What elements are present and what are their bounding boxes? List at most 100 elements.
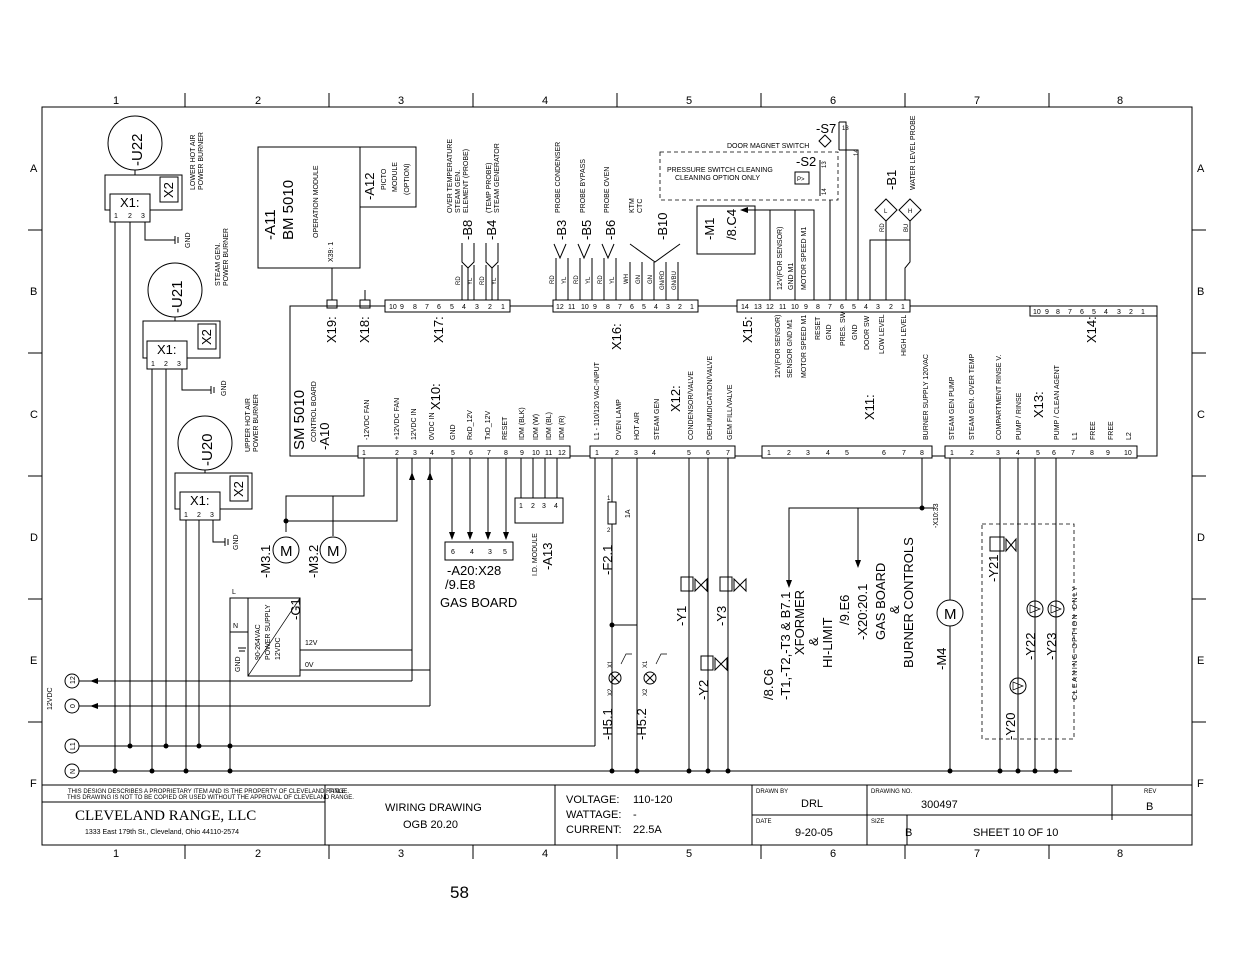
svg-text:PRESSURE SWITCH CLEANING: PRESSURE SWITCH CLEANING <box>667 167 773 174</box>
svg-text:9: 9 <box>804 304 808 311</box>
svg-text:-Y1: -Y1 <box>674 606 689 626</box>
svg-text:3: 3 <box>876 304 880 311</box>
svg-text:X2: X2 <box>231 481 246 497</box>
svg-text:-A20:X28: -A20:X28 <box>447 563 501 578</box>
svg-text:X11:: X11: <box>862 394 877 420</box>
svg-text:12: 12 <box>556 304 564 311</box>
svg-text:1: 1 <box>607 496 611 502</box>
svg-text:12VDC IN: 12VDC IN <box>411 408 418 440</box>
svg-text:&: & <box>887 605 902 614</box>
svg-text:RxD_12V: RxD_12V <box>467 410 474 440</box>
svg-text:1: 1 <box>767 450 771 457</box>
svg-text:1A: 1A <box>625 509 632 518</box>
svg-text:8: 8 <box>606 304 610 311</box>
svg-text:PROBE CONDENSER: PROBE CONDENSER <box>555 142 562 213</box>
svg-text:WATTAGE:: WATTAGE: <box>566 809 621 821</box>
svg-text:-B6: -B6 <box>603 220 618 240</box>
svg-text:9: 9 <box>593 304 597 311</box>
col-label: 2 <box>255 848 261 860</box>
svg-text:PICTO: PICTO <box>381 168 388 190</box>
svg-text:10: 10 <box>532 450 540 457</box>
svg-text:IDM (BL): IDM (BL) <box>546 412 553 440</box>
svg-text:14: 14 <box>741 304 749 311</box>
svg-text:BM 5010: BM 5010 <box>280 180 297 240</box>
svg-text:10: 10 <box>791 304 799 311</box>
svg-text:3: 3 <box>177 361 181 368</box>
svg-text:5: 5 <box>642 304 646 311</box>
svg-text:WATER LEVEL PROBE: WATER LEVEL PROBE <box>910 115 917 190</box>
svg-text:-Y3: -Y3 <box>714 606 729 626</box>
svg-text:4: 4 <box>654 304 658 311</box>
svg-text:11: 11 <box>779 304 786 311</box>
svg-text:8: 8 <box>413 304 417 311</box>
row-label: E <box>1197 655 1204 667</box>
svg-text:GN: GN <box>636 275 642 284</box>
svg-text:PROBE OVEN: PROBE OVEN <box>604 167 611 213</box>
svg-text:12VDC: 12VDC <box>47 687 54 710</box>
col-label: 2 <box>255 95 261 107</box>
row-label: A <box>1197 163 1205 175</box>
svg-text:LOW LEVEL: LOW LEVEL <box>879 314 886 354</box>
svg-text:-Y22: -Y22 <box>1023 633 1038 660</box>
svg-text:3: 3 <box>1117 309 1121 316</box>
connector-x10 <box>357 445 571 459</box>
x12-function-labels: L1 - 110/120 VAC-INPUT OVEN LAMP HOT AIR… <box>594 356 734 440</box>
svg-text:X10:: X10: <box>428 383 443 410</box>
svg-text:0: 0 <box>70 704 77 708</box>
svg-text:2: 2 <box>1129 309 1133 316</box>
svg-text:X1:: X1: <box>157 342 177 357</box>
svg-text:-Y23: -Y23 <box>1044 633 1059 660</box>
svg-text:-X10:33: -X10:33 <box>933 503 940 528</box>
svg-text:YL: YL <box>610 276 616 284</box>
svg-text:-X20:20.1: -X20:20.1 <box>855 584 870 640</box>
svg-text:RD: RD <box>598 275 604 284</box>
svg-text:6: 6 <box>437 304 441 311</box>
svg-text:RESET: RESET <box>815 316 822 340</box>
svg-text:7: 7 <box>618 304 622 311</box>
col-label: 8 <box>1117 848 1123 860</box>
svg-text:GND: GND <box>233 534 240 550</box>
svg-text:-B1: -B1 <box>884 170 899 190</box>
svg-text:X15:: X15: <box>740 316 755 343</box>
svg-text:PUMP / RINSE: PUMP / RINSE <box>1016 392 1023 440</box>
svg-text:10: 10 <box>389 304 397 311</box>
svg-text:PROBE BYPASS: PROBE BYPASS <box>580 159 587 213</box>
svg-text:8: 8 <box>1056 309 1060 316</box>
svg-text:1333 East 179th St., Cleveland: 1333 East 179th St., Cleveland, Ohio 441… <box>85 829 239 836</box>
operation-module-a11: -A11 BM 5010 OPERATION MODULE X39: 1 -A1… <box>257 146 417 309</box>
svg-text:YL: YL <box>586 276 592 284</box>
svg-text:CLEANING OPTION ONLY: CLEANING OPTION ONLY <box>675 175 760 182</box>
svg-text:OVER TEMPERATURE: OVER TEMPERATURE <box>447 139 454 213</box>
svg-text:12V: 12V <box>305 640 318 647</box>
svg-text:6: 6 <box>451 549 455 556</box>
svg-text:2: 2 <box>197 512 201 519</box>
svg-text:DOOR SW: DOOR SW <box>864 315 871 350</box>
svg-text:+12VDC FAN: +12VDC FAN <box>394 398 401 440</box>
svg-text:BURNER SUPPLY 120VAC: BURNER SUPPLY 120VAC <box>923 354 930 440</box>
svg-text:12V(FOR SENSOR): 12V(FOR SENSOR) <box>775 315 782 378</box>
svg-text:HOT AIR: HOT AIR <box>634 412 641 440</box>
svg-text:BU: BU <box>904 224 910 232</box>
svg-text:22.5A: 22.5A <box>633 824 662 836</box>
svg-text:B: B <box>905 827 912 839</box>
connector-x11 <box>761 445 933 459</box>
grid-labels: 1 2 3 4 5 6 7 8 1 2 3 4 5 6 7 8 A B C D … <box>30 95 1205 860</box>
svg-text:CLEANING OPTION ONLY: CLEANING OPTION ONLY <box>1072 585 1079 700</box>
svg-text:-B5: -B5 <box>579 220 594 240</box>
svg-text:-Y21: -Y21 <box>986 555 1001 582</box>
svg-text:0VDC IN: 0VDC IN <box>429 412 436 440</box>
svg-text:1: 1 <box>114 213 118 220</box>
svg-text:POWER BURNER: POWER BURNER <box>223 228 230 286</box>
power-rails: 12 0 L1 N 12VDC <box>47 673 1072 779</box>
svg-text:13: 13 <box>842 126 849 132</box>
svg-text:7: 7 <box>487 450 491 457</box>
svg-text:GND M1: GND M1 <box>788 263 795 290</box>
svg-text:THIS DESIGN DESCRIBES A PROPRI: THIS DESIGN DESCRIBES A PROPRIETARY ITEM… <box>68 789 349 795</box>
svg-text:X2: X2 <box>608 688 614 696</box>
switches: DOOR MAGNET SWITCH PRESSURE SWITCH CLEAN… <box>659 121 860 300</box>
svg-text:TITLE: TITLE <box>329 789 345 795</box>
